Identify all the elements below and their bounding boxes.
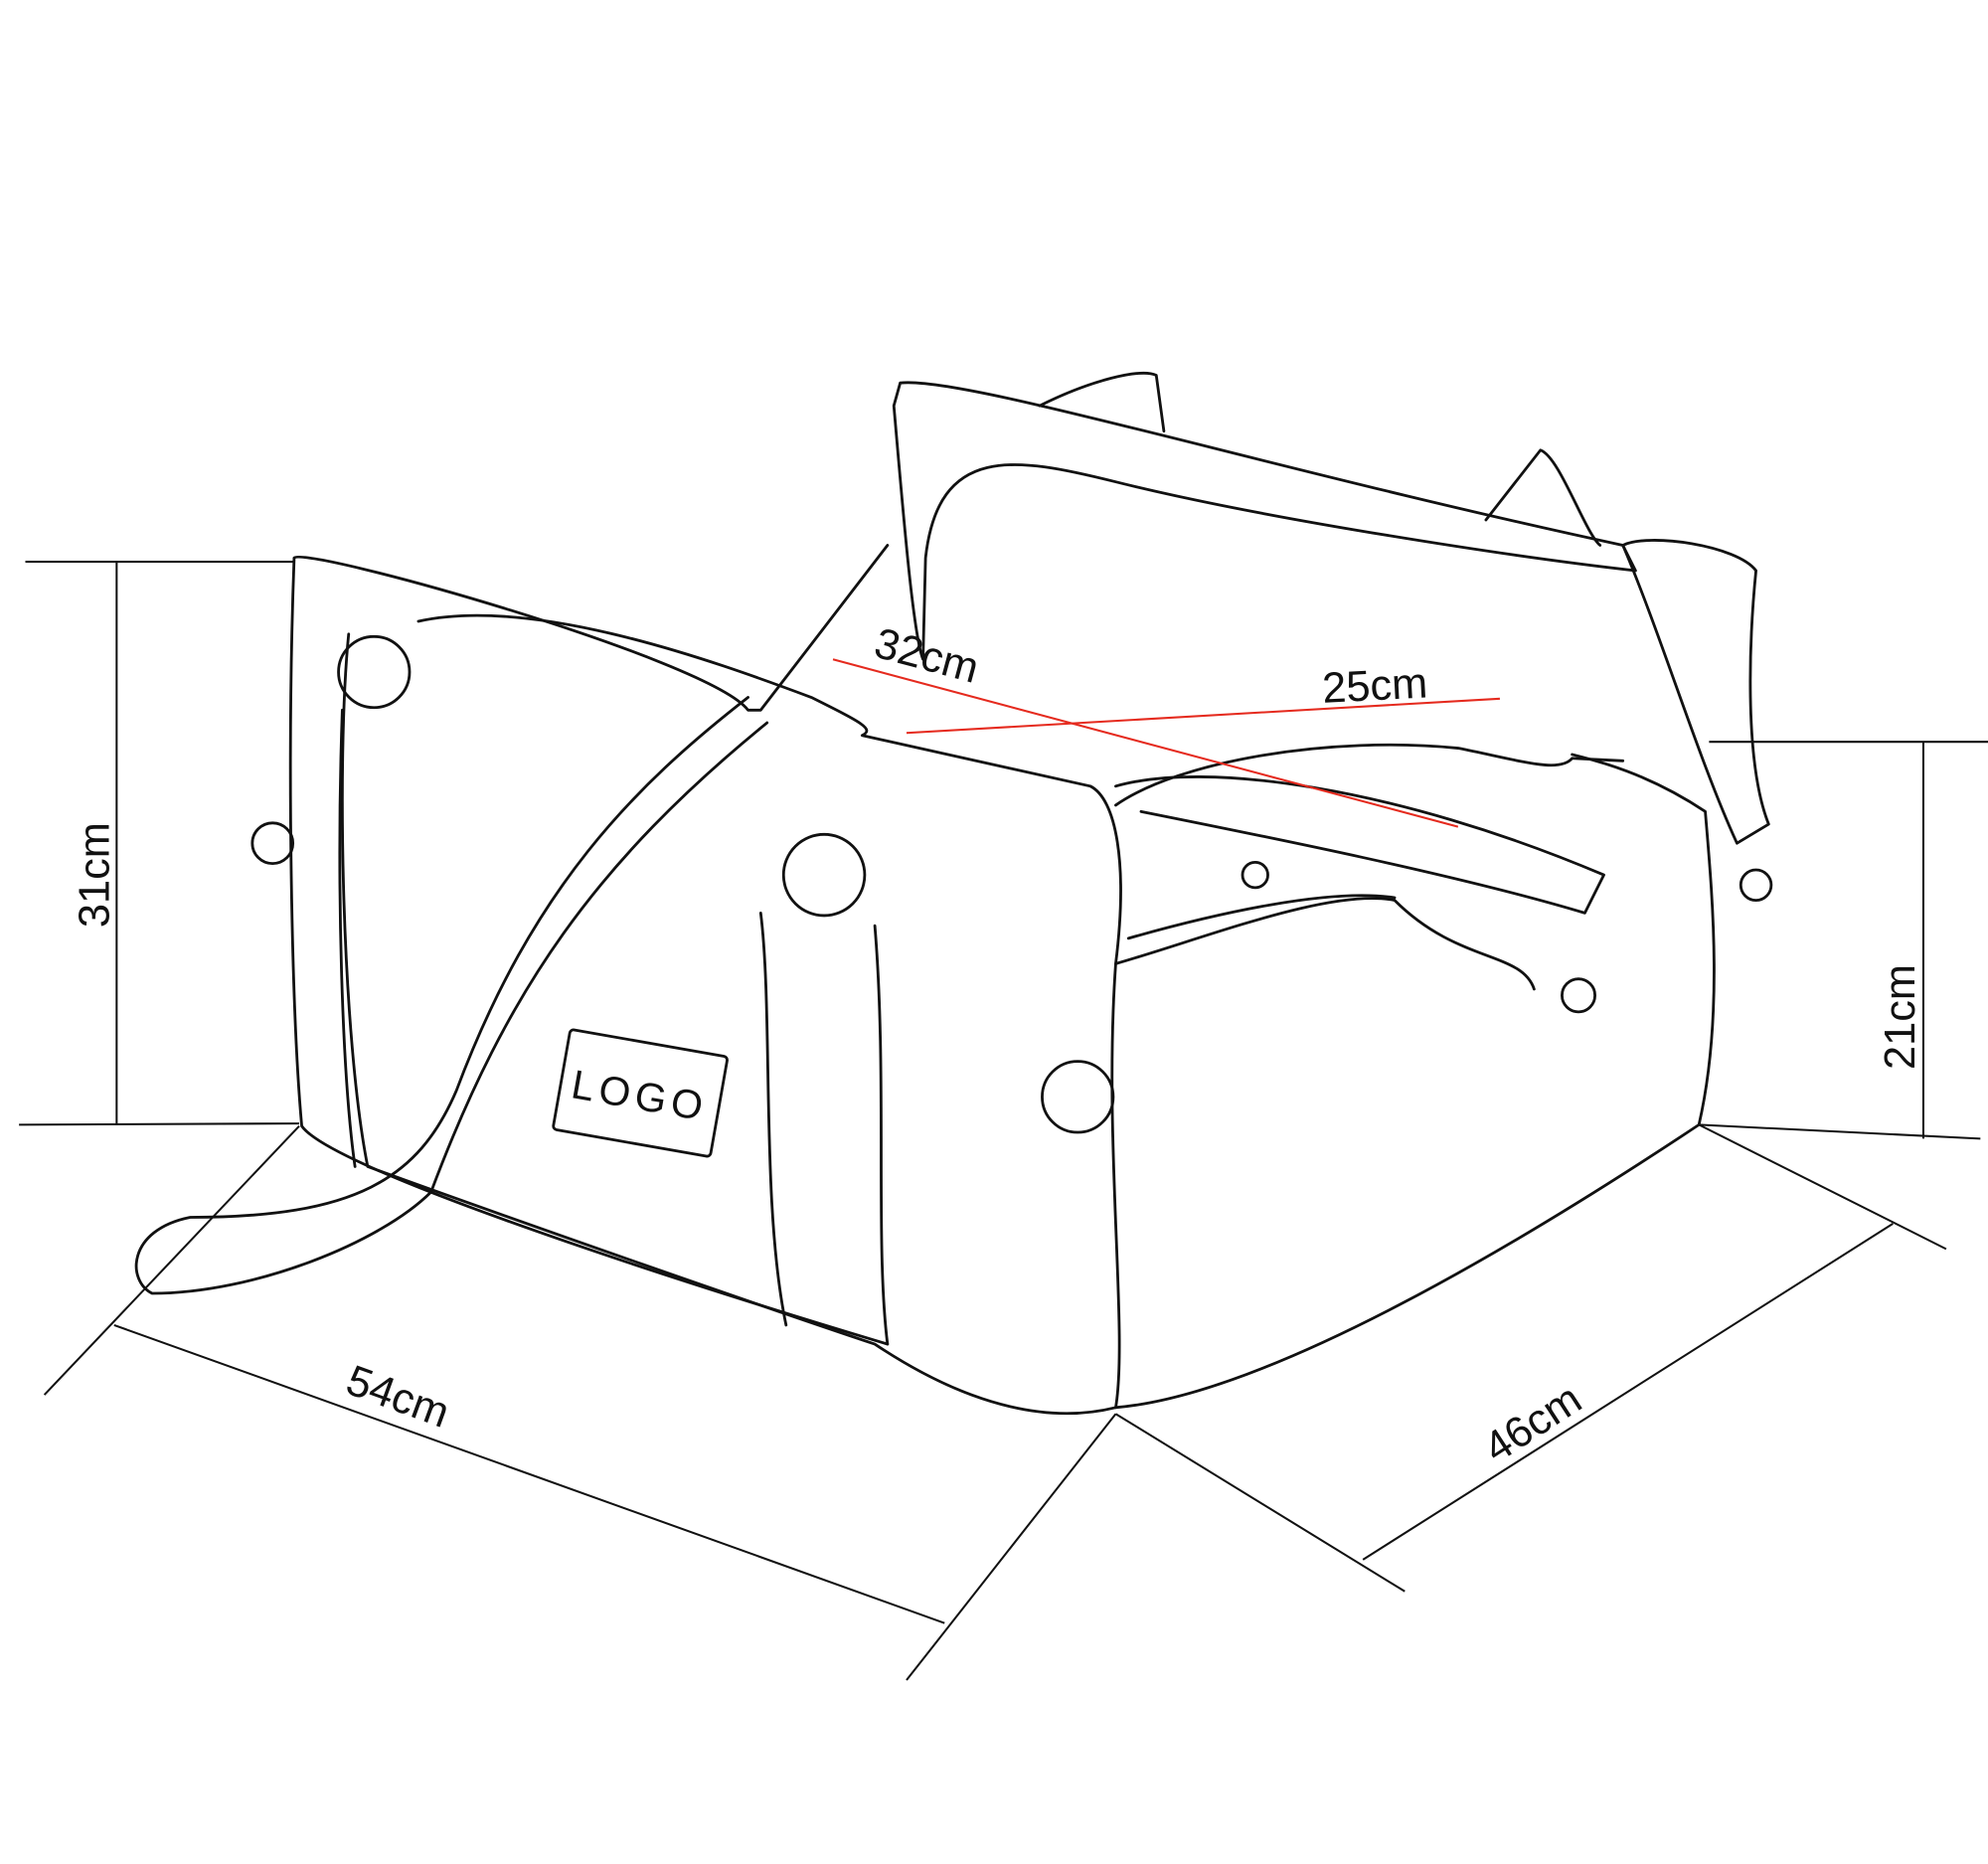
dimension-width: 46cm — [1114, 1123, 1947, 1593]
logo-text: LOGO — [569, 1061, 712, 1129]
front-panel — [340, 613, 1122, 1416]
d-ring-1 — [337, 634, 412, 710]
back-ear-right — [1484, 448, 1602, 547]
inner-width-label: 25cm — [1321, 659, 1428, 712]
back-panel — [892, 381, 1637, 661]
bag-drawing: LOGO — [134, 371, 1773, 1416]
logo-patch: LOGO — [552, 1028, 729, 1158]
back-ear-left — [1038, 371, 1166, 433]
length-label: 54cm — [340, 1357, 455, 1438]
left-panel — [288, 544, 890, 1346]
handle — [1114, 775, 1605, 915]
shoulder-strap — [134, 696, 769, 1295]
inner-width-line — [906, 697, 1500, 735]
right-panel — [1114, 753, 1716, 1410]
dimension-height-left: 31cm — [19, 561, 300, 1126]
height-right-label: 21cm — [1877, 964, 1924, 1070]
d-ring-2 — [781, 832, 867, 918]
dimension-height-right: 21cm — [1699, 741, 1988, 1140]
dimension-length: 54cm — [43, 1124, 1117, 1681]
width-label: 46cm — [1476, 1375, 1590, 1472]
height-left-label: 31cm — [72, 822, 119, 928]
chain-link — [1241, 860, 1269, 890]
inner-length-line — [832, 658, 1459, 828]
d-ring-3 — [1041, 1060, 1115, 1134]
dimension-inner: 32cm 25cm — [832, 619, 1500, 828]
clip-ring-1 — [1739, 868, 1773, 903]
clip-ring-2 — [1561, 977, 1596, 1014]
inner-cushion — [1114, 743, 1625, 940]
inner-length-label: 32cm — [870, 619, 984, 693]
right-strap — [1621, 539, 1770, 845]
d-ring-4 — [250, 821, 295, 866]
front-seam — [338, 708, 890, 1346]
